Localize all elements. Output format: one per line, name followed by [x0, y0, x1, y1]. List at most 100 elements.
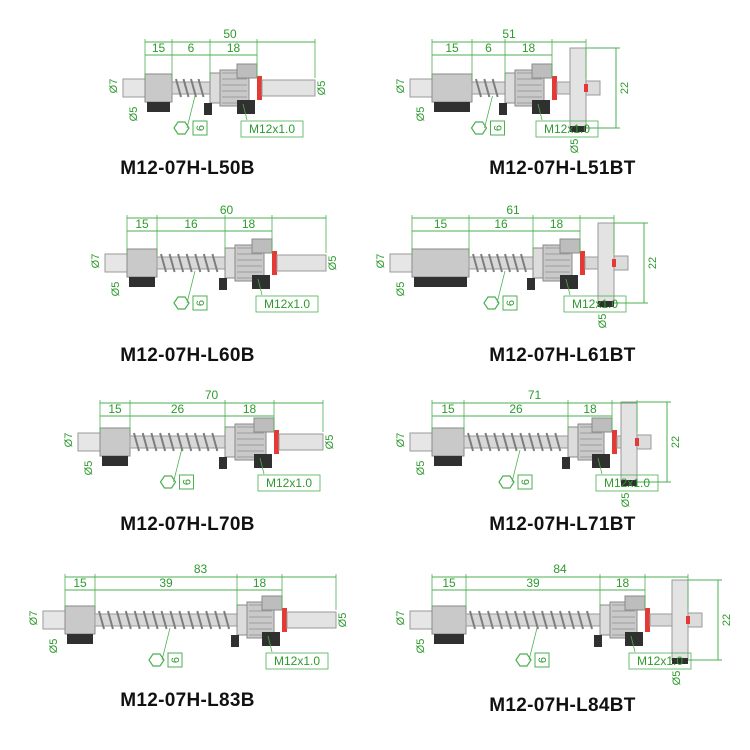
total-length-label: 71 [528, 388, 542, 402]
tee-plug [613, 255, 629, 271]
washer-shadow [527, 278, 535, 290]
spring-coil [211, 432, 219, 452]
spring-coil [475, 432, 483, 452]
spring-coil [484, 432, 492, 452]
inlet-tube [409, 78, 433, 98]
thread-label-box [595, 474, 659, 492]
seal-ring [552, 76, 557, 100]
seal-ring [580, 251, 585, 275]
nut-shadow [414, 277, 467, 287]
inlet-tube [389, 253, 413, 273]
spring-coil [196, 610, 204, 630]
lock-nut [531, 63, 553, 79]
spring-coil [496, 253, 503, 273]
spring-coil [491, 78, 499, 98]
spring-coil [545, 432, 553, 452]
seal-ring [612, 430, 617, 454]
inlet-diameter-label: Ø7 [63, 433, 75, 448]
lock-nut-shadow [625, 632, 643, 646]
outlet-diameter-label: Ø5 [337, 613, 349, 628]
inlet-tube [77, 432, 101, 452]
lock-nut [261, 595, 283, 611]
spring-coil [177, 253, 185, 273]
inlet-diameter-label: Ø7 [28, 611, 40, 626]
washer [236, 604, 248, 636]
nut-shadow [434, 634, 464, 644]
washer-shadow [562, 457, 570, 469]
tee-seal [584, 84, 588, 92]
leader-line [496, 270, 506, 304]
spring-coil [519, 432, 527, 452]
spring-coil [586, 610, 593, 630]
hex-size-label: 6 [537, 657, 549, 663]
body-length-label: 18 [616, 576, 630, 590]
spring-coil [467, 432, 474, 452]
hex-size-box [502, 295, 518, 311]
spring-coil [167, 432, 175, 452]
lock-nut-shadow [560, 275, 578, 289]
spring-coil [568, 610, 575, 630]
washer [532, 247, 544, 279]
part-model-title: M12-07H-L60B [120, 345, 255, 366]
spring-coil [550, 610, 557, 630]
stem-diameter-label: Ø5 [395, 282, 407, 297]
spring-coil [150, 432, 158, 452]
inlet-diameter-label: Ø7 [395, 433, 407, 448]
washer-shadow [219, 278, 227, 290]
nut-length-label: 15 [135, 217, 149, 231]
spring-coil [223, 610, 231, 630]
hex-size-label: 6 [182, 479, 194, 485]
spring-coil [483, 78, 491, 98]
nut-length-label: 15 [441, 402, 455, 416]
spring-coil [124, 610, 132, 630]
leader-line [597, 457, 603, 475]
tee-diameter-label: Ø5 [569, 139, 581, 154]
spring-coil [496, 610, 503, 630]
stem-diameter-label: Ø5 [415, 639, 427, 654]
total-length-label: 51 [502, 27, 516, 41]
leader-line [186, 270, 196, 304]
part-model-title: M12-07H-L50B [120, 158, 255, 179]
leader-line [267, 635, 273, 653]
leader-line [257, 278, 263, 296]
outlet-tube [276, 254, 327, 272]
part-model-title: M12-07H-L70B [120, 514, 255, 535]
hex-symbol-icon [483, 296, 500, 310]
tee-plug [636, 434, 652, 450]
tee-height-label: 22 [670, 436, 682, 448]
spring-coil [512, 253, 519, 273]
hex-nut [144, 73, 173, 103]
washer [224, 247, 236, 279]
thread-size-label: M12x1.0 [266, 476, 312, 490]
tee-diameter-label: Ø5 [671, 671, 683, 686]
spring-length-label: 26 [509, 402, 523, 416]
thread-size-label: M12x1.0 [544, 122, 590, 136]
lock-nut [624, 595, 646, 611]
inlet-tube [409, 610, 433, 630]
spring-coil [472, 253, 479, 273]
total-length-label: 61 [506, 203, 520, 217]
stem-diameter-label: Ø5 [48, 639, 60, 654]
spring-coil [169, 610, 177, 630]
spring-coil [514, 610, 521, 630]
washer [504, 72, 516, 104]
total-length-label: 70 [205, 388, 219, 402]
spring-length-label: 16 [494, 217, 508, 231]
spring-coil [142, 610, 150, 630]
outlet-diameter-label: Ø5 [316, 81, 328, 96]
outlet-tube [286, 611, 337, 629]
stem-diameter-label: Ø5 [83, 461, 95, 476]
thread-size-label: M12x1.0 [274, 654, 320, 668]
spring-coil [532, 610, 539, 630]
spring-coil [175, 78, 182, 98]
hex-size-box [167, 652, 183, 668]
thread-label-box [265, 652, 329, 670]
tee-height-label: 22 [647, 257, 659, 269]
tee-seal [635, 438, 639, 446]
